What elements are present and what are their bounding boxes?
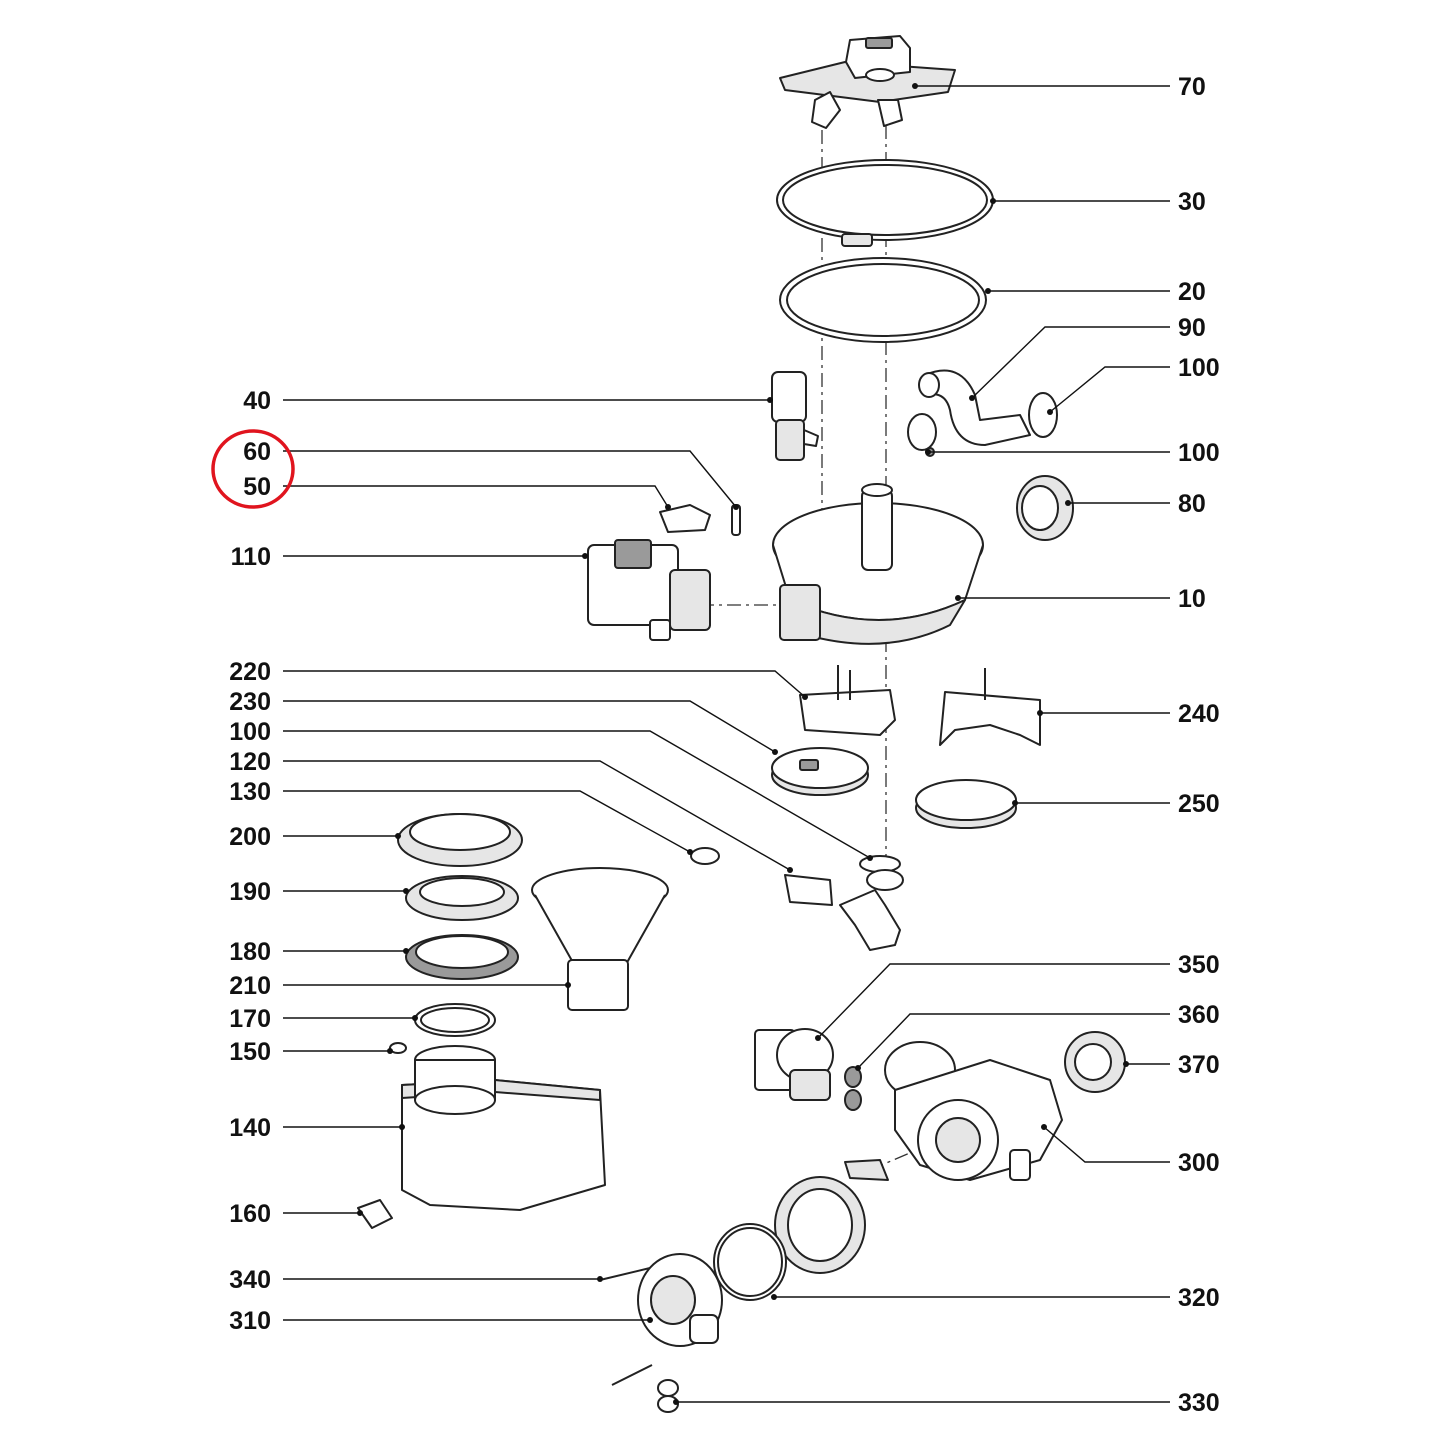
part-340-screws	[599, 1267, 653, 1386]
label-350: 350	[1178, 951, 1220, 979]
part-330-orings	[657, 1379, 679, 1413]
part-300-pump-housing	[884, 1041, 1063, 1181]
part-40-sensor	[771, 371, 819, 461]
label-330: 330	[1178, 1389, 1220, 1417]
label-40: 40	[243, 387, 271, 415]
label-360: 360	[1178, 1001, 1220, 1029]
label-180: 180	[229, 938, 271, 966]
label-150: 150	[229, 1038, 271, 1066]
label-220: 220	[229, 658, 271, 686]
label-230: 230	[229, 688, 271, 716]
part-110-pump-motor	[587, 539, 711, 641]
part-360-seals	[844, 1066, 862, 1111]
label-300: 300	[1178, 1149, 1220, 1177]
label-170: 170	[229, 1005, 271, 1033]
label-250: 250	[1178, 790, 1220, 818]
label-340: 340	[229, 1266, 271, 1294]
label-70: 70	[1178, 73, 1206, 101]
label-10: 10	[1178, 585, 1206, 613]
part-370-cap	[1064, 1031, 1126, 1093]
part-240-bracket	[939, 668, 1041, 746]
label-320: 320	[1178, 1284, 1220, 1312]
left-labels: 40 60 50 110 220 230 100 120 130 200 190…	[229, 387, 271, 1335]
label-80: 80	[1178, 490, 1206, 518]
label-190: 190	[229, 878, 271, 906]
part-160-clip	[357, 1199, 393, 1229]
part-200-nut	[397, 813, 523, 867]
part-220-bracket	[799, 665, 896, 736]
part-120-130-hose	[784, 869, 904, 951]
label-240: 240	[1178, 700, 1220, 728]
part-90-hose	[918, 369, 1031, 446]
label-310: 310	[229, 1307, 271, 1335]
part-140-container	[401, 1045, 606, 1211]
label-210: 210	[229, 972, 271, 1000]
highlight-circle	[211, 429, 295, 509]
part-70-connector-plate	[779, 35, 956, 129]
label-370: 370	[1178, 1051, 1220, 1079]
part-210-funnel	[531, 867, 669, 1011]
leader-lines	[283, 83, 1170, 1405]
part-190-ring	[405, 875, 519, 921]
part-10-sump	[772, 483, 984, 645]
part-50-60-switch	[659, 504, 741, 536]
label-130: 130	[229, 778, 271, 806]
part-230-cover	[771, 747, 869, 796]
label-100-b: 100	[1178, 439, 1220, 467]
part-30-clamp-ring	[776, 159, 994, 247]
part-250-cover	[915, 779, 1017, 829]
label-120: 120	[229, 748, 271, 776]
label-60: 60	[243, 438, 271, 466]
part-310-pump-cover	[637, 1253, 723, 1347]
label-100-a: 100	[1178, 354, 1220, 382]
label-200: 200	[229, 823, 271, 851]
label-20: 20	[1178, 278, 1206, 306]
label-160: 160	[229, 1200, 271, 1228]
label-140: 140	[229, 1114, 271, 1142]
part-20-seal-ring	[779, 257, 987, 343]
right-labels: 70 30 20 90 100 100 80 10 240 250 350 36…	[1178, 73, 1220, 1417]
label-30: 30	[1178, 188, 1206, 216]
label-90: 90	[1178, 314, 1206, 342]
label-100-c: 100	[229, 718, 271, 746]
part-pump-ring	[774, 1159, 889, 1274]
part-320-seal-ring	[713, 1223, 787, 1301]
label-110: 110	[231, 543, 271, 571]
part-80-threaded-ring	[1016, 475, 1074, 541]
part-170-ring	[414, 1003, 496, 1037]
part-350-valve	[754, 1028, 834, 1101]
part-180-seal	[405, 934, 519, 980]
label-50: 50	[243, 473, 271, 501]
